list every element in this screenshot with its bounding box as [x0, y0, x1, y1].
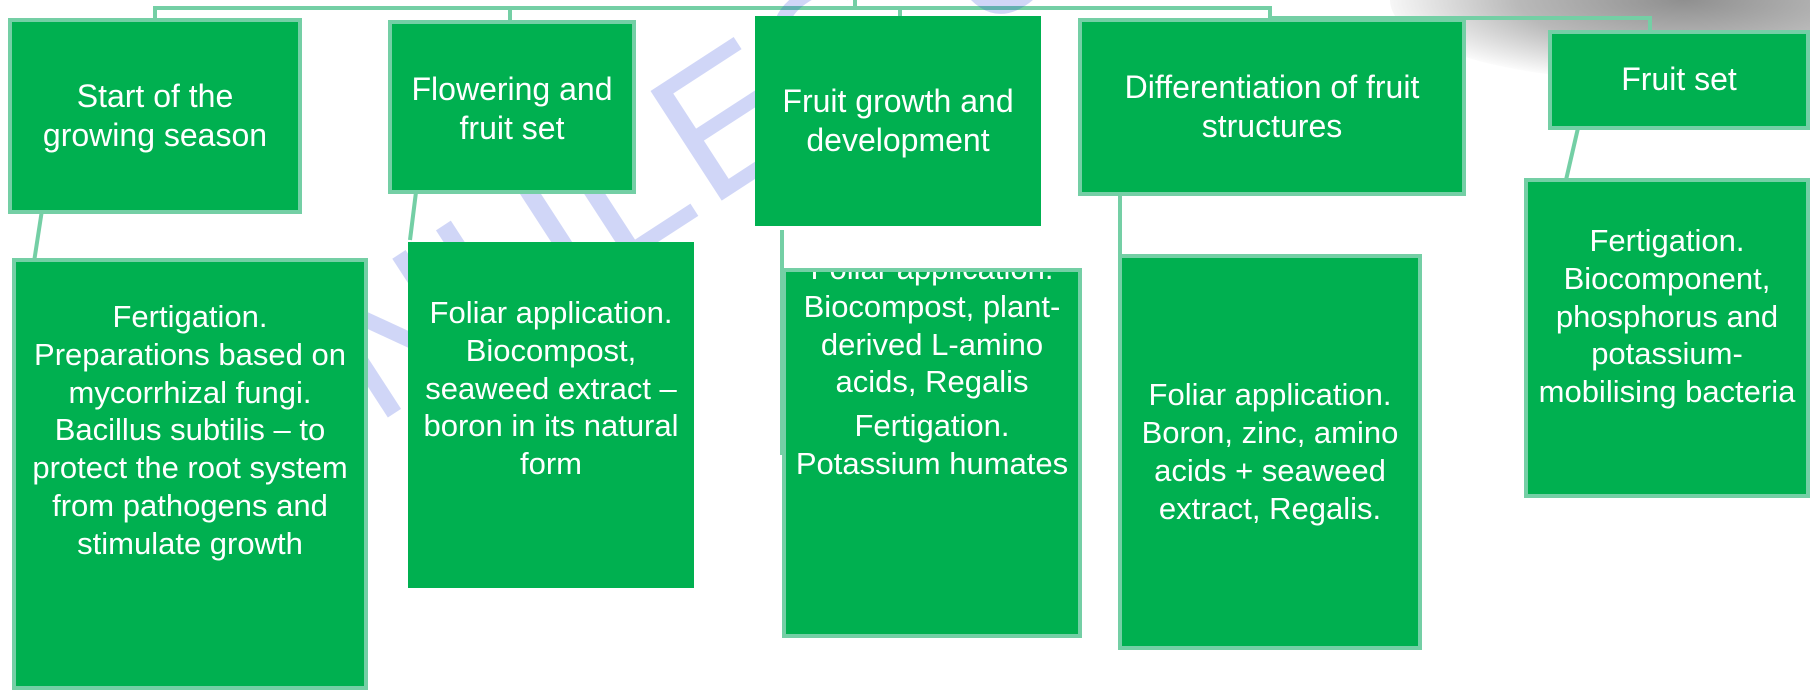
detail-connector-2: [408, 191, 418, 241]
stage-title: Start of the growing season: [42, 77, 268, 153]
stage-box-differentiation-of-fruit-structures: Differentiation of fruit structures: [1078, 18, 1466, 196]
detail-text: Fertigation. Biocomponent, phosphorus an…: [1538, 223, 1796, 410]
detail-text: Foliar application. Biocompost, seaweed …: [423, 295, 679, 482]
detail-connector-5: [1564, 127, 1580, 181]
detail-box-fruit-growth-and-development: Foliar application. Biocompost, plant-de…: [782, 268, 1082, 638]
stage-box-start-of-growing-season: Start of the growing season: [8, 18, 302, 214]
stage-box-fruit-growth-and-development: Fruit growth and development: [755, 16, 1041, 226]
stage-title: Differentiation of fruit structures: [1124, 69, 1420, 145]
detail-connector-1: [32, 209, 44, 263]
stage-title: Flowering and fruit set: [411, 71, 613, 147]
stage-box-flowering-and-fruit-set: Flowering and fruit set: [388, 20, 636, 194]
detail-box-differentiation-of-fruit-structures: Foliar application. Boron, zinc, amino a…: [1118, 254, 1422, 650]
stage-box-fruit-set: Fruit set: [1548, 30, 1810, 130]
stage-title: Fruit set: [1621, 61, 1737, 98]
detail-box-fruit-set: Fertigation. Biocomponent, phosphorus an…: [1524, 178, 1810, 498]
detail-text-foliar: Foliar application. Biocompost, plant-de…: [803, 268, 1061, 400]
detail-box-start-of-growing-season: Fertigation. Preparations based on mycor…: [12, 258, 368, 690]
detail-text-fertigation: Fertigation. Potassium humates: [795, 408, 1069, 482]
detail-text: Fertigation. Preparations based on mycor…: [32, 299, 348, 561]
detail-box-flowering-and-fruit-set: Foliar application. Biocompost, seaweed …: [408, 242, 694, 588]
detail-text: Foliar application. Boron, zinc, amino a…: [1141, 377, 1399, 526]
stage-title: Fruit growth and development: [782, 82, 1014, 158]
